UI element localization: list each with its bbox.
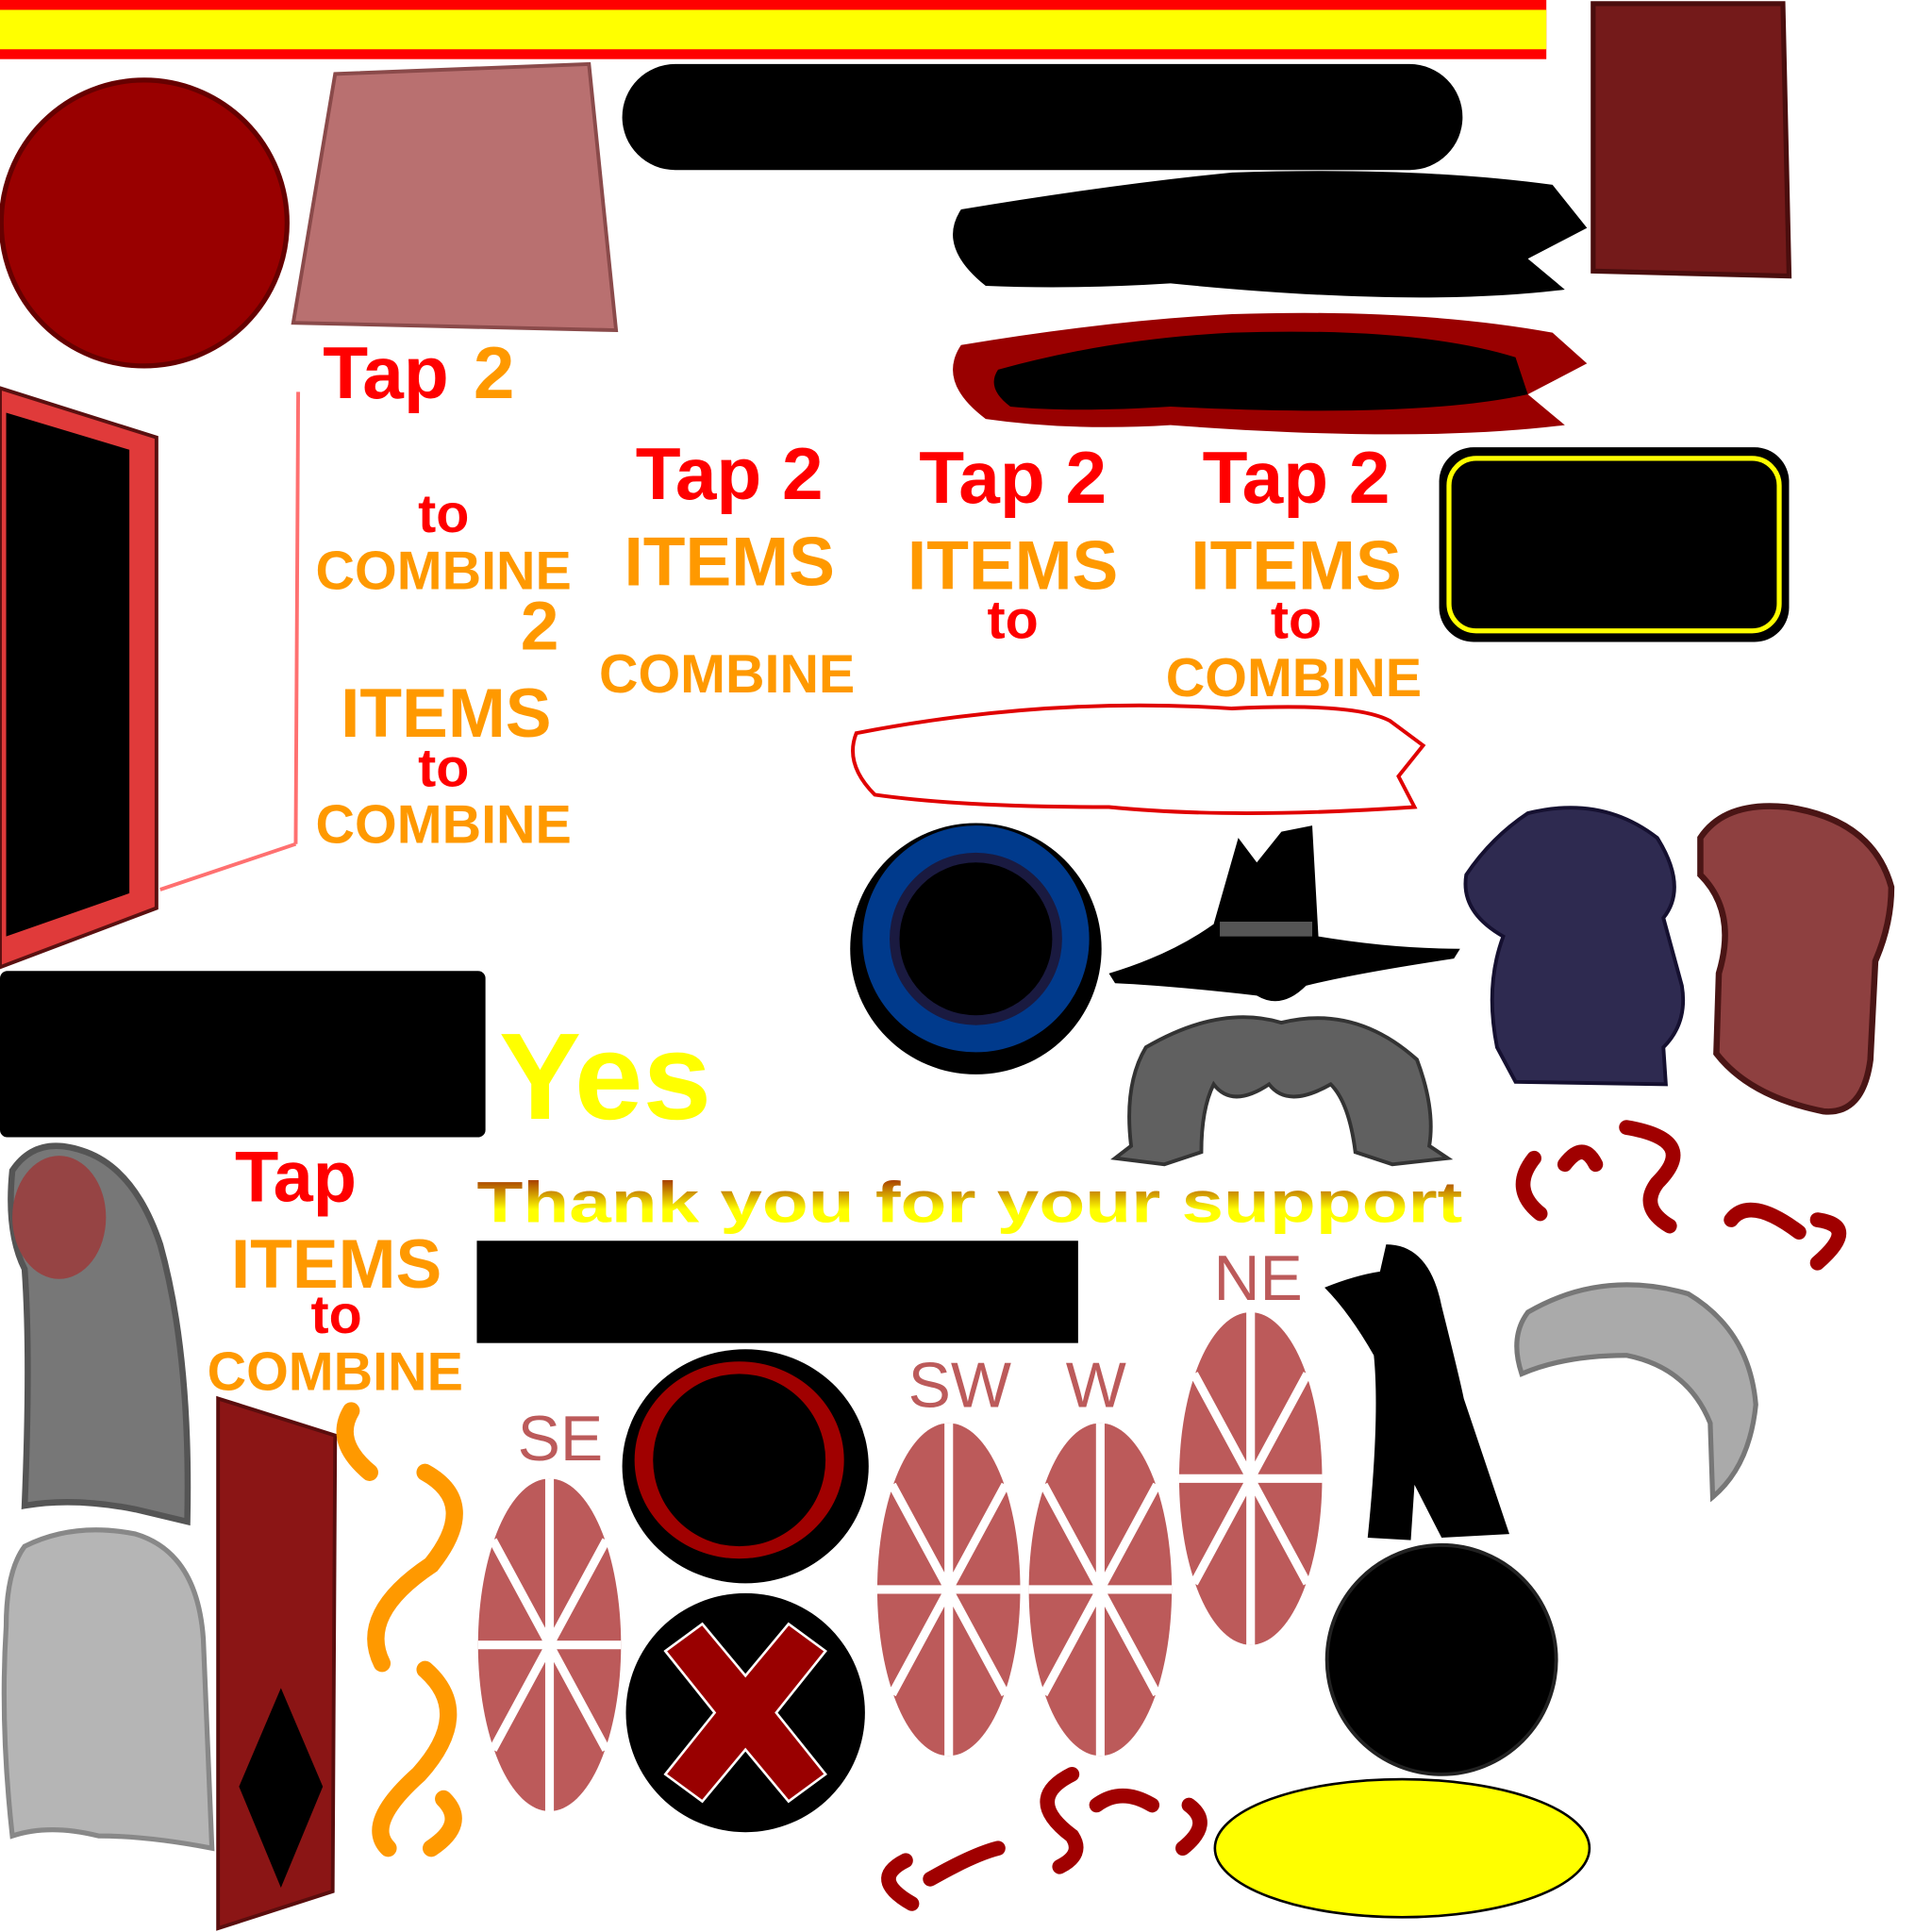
- yellow-squiggle-sprites: [336, 1402, 463, 1857]
- diamond-banner-sprite: [216, 1395, 338, 1931]
- compass-fan-w: W: [1028, 1351, 1173, 1757]
- black-boot-sprite: [1324, 1244, 1509, 1541]
- to-label: to: [418, 738, 469, 798]
- black-smear-sprite: [953, 171, 1588, 298]
- black-bar: [476, 1241, 1078, 1343]
- tap-2-label: Tap 2: [636, 432, 824, 515]
- close-x-button-sprite: [625, 1592, 865, 1833]
- two-label: 2: [474, 331, 515, 414]
- to-label: to: [418, 484, 469, 544]
- direction-label-sw: SW: [908, 1351, 1011, 1422]
- dark-red-panel: [1591, 1, 1792, 279]
- tap-items-text-block: Tap ITEMS to COMBINE: [208, 1137, 463, 1402]
- combine-label: COMBINE: [599, 644, 855, 705]
- tap-label: Tap: [323, 331, 448, 414]
- black-circle-sprite: [1324, 1542, 1558, 1776]
- red-outline-banner: [851, 703, 1426, 815]
- items-label: ITEMS: [231, 1226, 441, 1303]
- compass-fan-sw: SW: [876, 1351, 1021, 1757]
- tap-2-text-block-3: Tap 2 ITEMS to: [908, 436, 1118, 651]
- yes-label: Yes: [499, 1008, 711, 1145]
- direction-label-se: SE: [518, 1404, 604, 1474]
- items-label: ITEMS: [908, 527, 1118, 604]
- gray-hair-sprite: [1110, 1015, 1454, 1167]
- gray-helmet-sprite: [1514, 1282, 1758, 1503]
- tap-2-text-block-1: Tap 2 to COMBINE 2 ITEMS to COMBINE: [316, 331, 572, 856]
- purple-cloak-sprite: [1463, 806, 1686, 1087]
- tap-2-text-block-2: Tap 2 ITEMS COMBINE: [599, 432, 855, 705]
- items-label: ITEMS: [1191, 527, 1401, 604]
- thin-red-line: [159, 391, 301, 891]
- to-label: to: [310, 1285, 361, 1345]
- yellow-outlined-box: [1439, 447, 1790, 642]
- direction-label-w: W: [1066, 1351, 1126, 1422]
- door-frame-sprite: [0, 386, 158, 970]
- top-stripe-bar: [0, 0, 1547, 59]
- items-label: ITEMS: [341, 675, 551, 752]
- witch-hat-sprite: [1108, 825, 1460, 1002]
- tap-2-label: Tap 2: [1203, 436, 1391, 519]
- combine-label: COMBINE: [316, 794, 572, 855]
- brown-shield-sprite: [1697, 803, 1895, 1115]
- pink-cloth-sprite: [291, 61, 619, 333]
- direction-label-ne: NE: [1214, 1243, 1303, 1314]
- tap-label: Tap: [235, 1137, 357, 1217]
- combine-label: COMBINE: [208, 1341, 463, 1402]
- compass-fan-ne: NE: [1178, 1243, 1323, 1645]
- hat-band: [1220, 921, 1313, 937]
- combine-label: COMBINE: [316, 541, 572, 601]
- to-label: to: [988, 591, 1039, 651]
- black-panel: [0, 971, 486, 1138]
- to-label: to: [1271, 591, 1322, 651]
- compass-fan-se: SE: [477, 1404, 622, 1811]
- items-label: ITEMS: [624, 524, 834, 600]
- two-label: 2: [521, 588, 559, 664]
- close-icon: [663, 1622, 827, 1804]
- red-ball-sprite: [0, 77, 290, 369]
- yellow-ellipse-sprite: [1213, 1777, 1591, 1919]
- tap-2-label: Tap 2: [919, 436, 1107, 519]
- tap-2-text-block-4: Tap 2 ITEMS to COMBINE: [1166, 436, 1422, 708]
- blue-ring-sprite: [850, 823, 1102, 1074]
- black-pill-bar: [622, 63, 1463, 171]
- red-squiggle-sprites: [881, 1120, 1847, 1911]
- combine-label: COMBINE: [1166, 648, 1422, 708]
- thank-you-label: Thank you for your support: [476, 1171, 1462, 1236]
- red-rimmed-hole-sprite: [622, 1349, 869, 1584]
- gray-robe-light-sprite: [1, 1527, 215, 1852]
